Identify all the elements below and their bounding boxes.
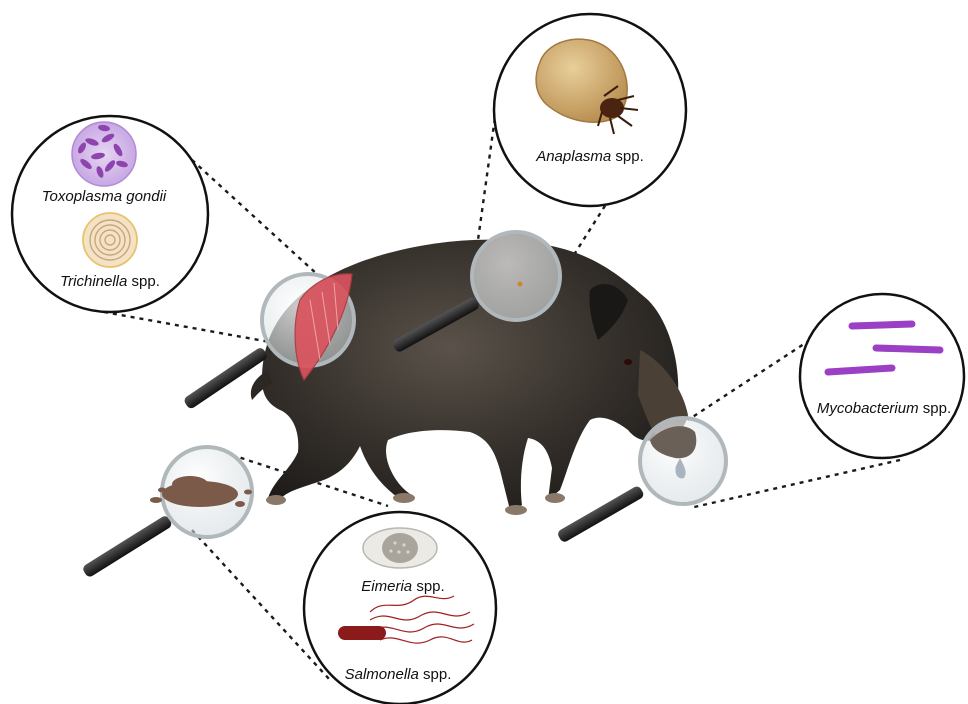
tick-speck-icon [518,282,523,287]
magnifier-handle [183,346,269,410]
callout-anaplasma [494,14,686,206]
label-salmonella: Salmonella spp. [345,666,452,683]
label-anaplasma-genus: Anaplasma [536,148,611,165]
trichinella-icon [83,213,137,267]
connector-myco-top [688,340,810,420]
label-eimeria-genus: Eimeria [361,578,412,595]
magnifier-feces [81,447,252,578]
label-eimeria-suffix: spp. [412,578,445,595]
label-eimeria: Eimeria spp. [361,578,444,595]
connector-anaplasma-left [478,110,496,240]
label-mycobacterium-genus: Mycobacterium [817,400,919,417]
label-toxoplasma-genus: Toxoplasma gondii [42,188,167,205]
label-salmonella-genus: Salmonella [345,666,419,683]
eimeria-oocyst-icon [363,528,437,568]
callout-mycobacterium [800,294,964,458]
label-mycobacterium-suffix: spp. [919,400,952,417]
label-anaplasma: Anaplasma spp. [536,148,644,165]
magnifier-handle [556,485,645,544]
magnifier-handle [81,514,173,578]
label-anaplasma-suffix: spp. [611,148,644,165]
label-trichinella-genus: Trichinella [60,273,127,290]
label-mycobacterium: Mycobacterium spp. [817,400,951,417]
connector-toxo-bottom [104,312,270,342]
connector-toxo-top [192,160,318,275]
label-trichinella-suffix: spp. [127,273,160,290]
label-trichinella: Trichinella spp. [60,273,160,290]
boar-eye [624,359,632,365]
label-salmonella-suffix: spp. [419,666,452,683]
label-toxoplasma: Toxoplasma gondii [42,188,167,205]
